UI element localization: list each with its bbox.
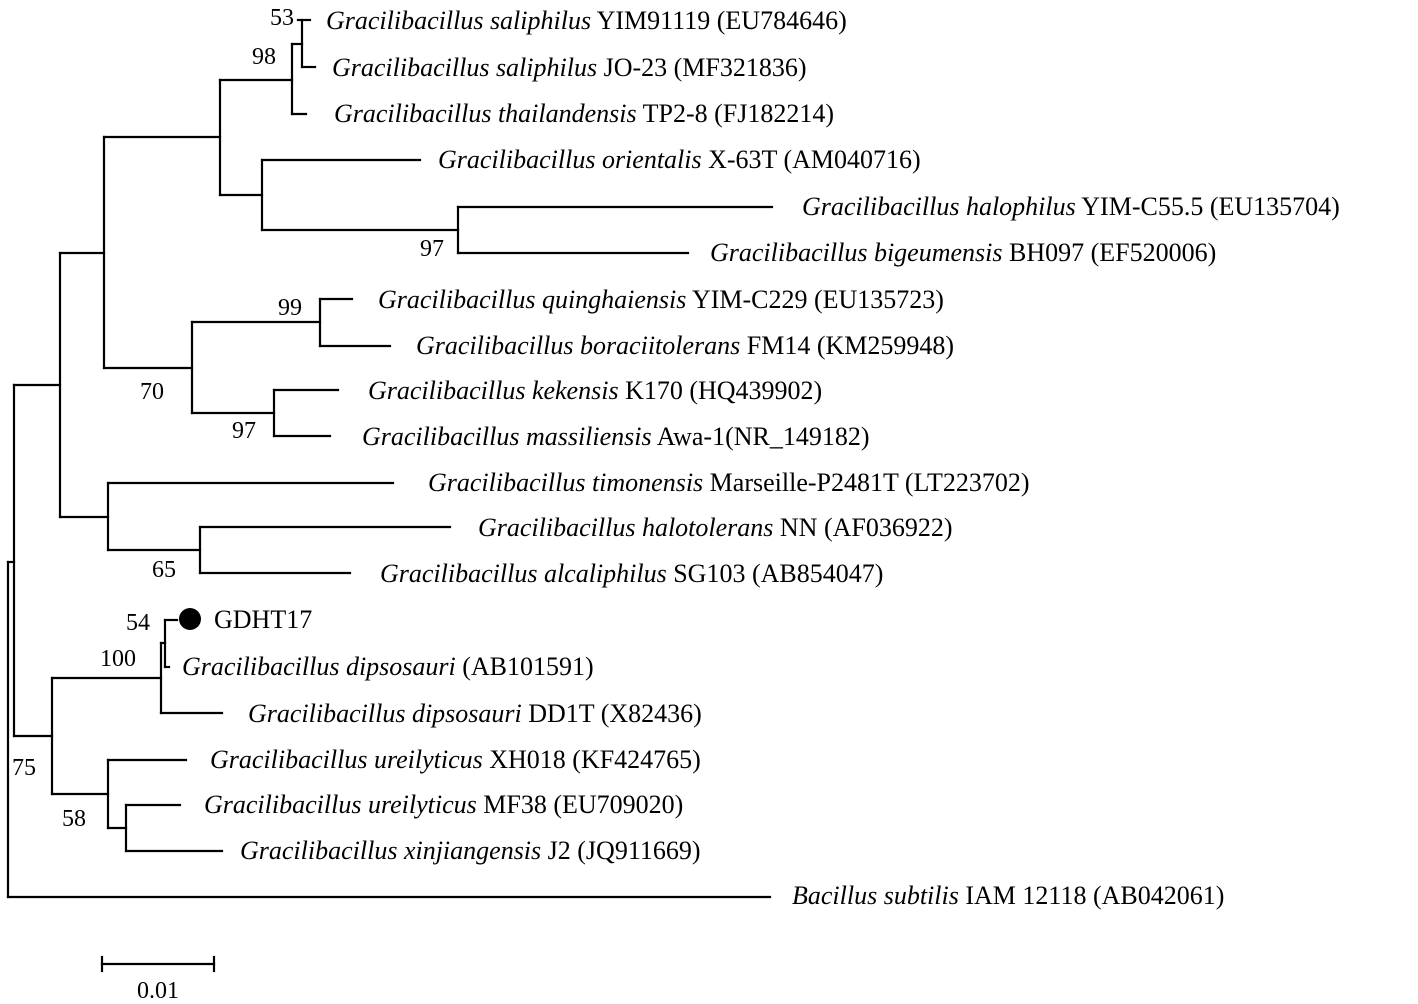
taxon-species: saliphilus bbox=[496, 53, 597, 82]
taxon-strain: BH097 (EF520006) bbox=[1009, 238, 1216, 267]
taxon-genus: Gracilibacillus bbox=[478, 513, 635, 542]
taxon-species: halophilus bbox=[966, 192, 1076, 221]
taxon-strain: K170 (HQ439902) bbox=[625, 376, 822, 405]
bootstrap-value: 53 bbox=[270, 5, 294, 31]
bootstrap-value: 70 bbox=[140, 379, 164, 405]
taxon-label: Gracilibacillus halophilus YIM-C55.5 (EU… bbox=[802, 192, 1340, 221]
taxon-genus: Gracilibacillus bbox=[428, 468, 585, 497]
taxon-strain: Marseille-P2481T (LT223702) bbox=[710, 468, 1030, 497]
taxon-strain: FM14 (KM259948) bbox=[747, 331, 954, 360]
taxon-species: bigeumensis bbox=[874, 238, 1003, 267]
taxon-species: halotolerans bbox=[642, 513, 773, 542]
taxon-genus: Gracilibacillus bbox=[240, 836, 397, 865]
taxon-species: xinjiangensis bbox=[403, 836, 541, 865]
taxon-strain: NN (AF036922) bbox=[780, 513, 953, 542]
taxon-label: Gracilibacillus timonensis Marseille-P24… bbox=[428, 468, 1030, 497]
taxon-genus: Gracilibacillus bbox=[204, 790, 361, 819]
taxon-genus: Gracilibacillus bbox=[802, 192, 959, 221]
bootstrap-value: 54 bbox=[126, 610, 150, 636]
taxon-label: Gracilibacillus saliphilus YIM91119 (EU7… bbox=[326, 6, 847, 35]
bootstrap-value: 58 bbox=[62, 806, 86, 832]
taxon-species: kekensis bbox=[532, 376, 619, 405]
taxon-strain: JO-23 (MF321836) bbox=[604, 53, 807, 82]
taxon-genus: Gracilibacillus bbox=[368, 376, 525, 405]
taxon-strain: IAM 12118 (AB042061) bbox=[965, 881, 1224, 910]
taxon-genus: Gracilibacillus bbox=[182, 652, 339, 681]
taxon-genus: Gracilibacillus bbox=[210, 745, 367, 774]
taxon-species: ureilyticus bbox=[374, 745, 483, 774]
taxon-strain: (AB101591) bbox=[462, 652, 593, 681]
taxon-genus: Gracilibacillus bbox=[416, 331, 573, 360]
taxon-species: dipsosauri bbox=[412, 699, 522, 728]
taxon-label: Gracilibacillus saliphilus JO-23 (MF3218… bbox=[332, 53, 807, 82]
taxon-species: ureilyticus bbox=[368, 790, 477, 819]
taxon-species: thailandensis bbox=[498, 99, 637, 128]
taxon-label: GDHT17 bbox=[214, 605, 312, 634]
taxon-label: Gracilibacillus alcaliphilus SG103 (AB85… bbox=[380, 559, 883, 588]
bootstrap-value: 99 bbox=[278, 295, 302, 321]
bootstrap-value: 97 bbox=[420, 236, 444, 262]
taxon-label: Gracilibacillus thailandensis TP2-8 (FJ1… bbox=[334, 99, 834, 128]
bootstrap-value: 65 bbox=[152, 557, 176, 583]
taxon-label: Gracilibacillus bigeumensis BH097 (EF520… bbox=[710, 238, 1216, 267]
taxon-genus: Gracilibacillus bbox=[710, 238, 867, 267]
taxon-genus: Gracilibacillus bbox=[378, 285, 535, 314]
taxon-label: Gracilibacillus halotolerans NN (AF03692… bbox=[478, 513, 953, 542]
taxon-labels: Gracilibacillus saliphilus YIM91119 (EU7… bbox=[182, 6, 1340, 910]
taxon-species: timonensis bbox=[592, 468, 703, 497]
taxon-species: dipsosauri bbox=[346, 652, 456, 681]
taxon-species: saliphilus bbox=[490, 6, 591, 35]
taxon-label: Gracilibacillus orientalis X-63T (AM0407… bbox=[438, 145, 921, 174]
scale-bar: 0.01 bbox=[100, 955, 216, 1004]
taxon-genus: Gracilibacillus bbox=[334, 99, 491, 128]
taxon-genus: Gracilibacillus bbox=[362, 422, 519, 451]
bootstrap-value: 75 bbox=[12, 755, 36, 781]
taxon-species: boraciitolerans bbox=[580, 331, 740, 360]
taxon-strain: Awa-1(NR_149182) bbox=[657, 422, 870, 451]
taxon-strain: MF38 (EU709020) bbox=[483, 790, 683, 819]
taxon-label: Gracilibacillus boraciitolerans FM14 (KM… bbox=[416, 331, 954, 360]
taxon-species: subtilis bbox=[884, 881, 959, 910]
taxon-genus: Gracilibacillus bbox=[332, 53, 489, 82]
taxon-species: orientalis bbox=[602, 145, 702, 174]
taxon-strain: J2 (JQ911669) bbox=[548, 836, 701, 865]
taxon-genus: Bacillus bbox=[792, 881, 877, 910]
taxon-species: alcaliphilus bbox=[544, 559, 667, 588]
taxon-strain: TP2-8 (FJ182214) bbox=[643, 99, 834, 128]
taxon-label: Gracilibacillus xinjiangensis J2 (JQ9116… bbox=[240, 836, 701, 865]
taxon-genus: Gracilibacillus bbox=[248, 699, 405, 728]
taxon-label: Gracilibacillus kekensis K170 (HQ439902) bbox=[368, 376, 822, 405]
bootstrap-value: 98 bbox=[252, 44, 276, 70]
taxon-label: Gracilibacillus dipsosauri DD1T (X82436) bbox=[248, 699, 702, 728]
bootstrap-values: 53 98 97 99 70 97 65 54 100 75 58 bbox=[12, 5, 444, 832]
taxon-label: Bacillus subtilis IAM 12118 (AB042061) bbox=[792, 881, 1224, 910]
taxon-species: quinghaiensis bbox=[542, 285, 686, 314]
taxon-label: Gracilibacillus ureilyticus MF38 (EU7090… bbox=[204, 790, 683, 819]
scale-bar-label: 0.01 bbox=[137, 978, 179, 1004]
taxon-label: Gracilibacillus quinghaiensis YIM-C229 (… bbox=[378, 285, 944, 314]
taxon-label: Gracilibacillus dipsosauri (AB101591) bbox=[182, 652, 594, 681]
taxon-strain: XH018 (KF424765) bbox=[489, 745, 701, 774]
taxon-strain: DD1T (X82436) bbox=[528, 699, 702, 728]
taxon-strain: YIM91119 (EU784646) bbox=[597, 6, 847, 35]
taxon-strain: YIM-C55.5 (EU135704) bbox=[1081, 192, 1340, 221]
taxon-strain: GDHT17 bbox=[214, 605, 312, 634]
taxon-genus: Gracilibacillus bbox=[380, 559, 537, 588]
query-strain-marker-icon bbox=[179, 608, 201, 630]
taxon-strain: YIM-C229 (EU135723) bbox=[692, 285, 944, 314]
tree-branches bbox=[6, 18, 774, 899]
taxon-label: Gracilibacillus massiliensis Awa-1(NR_14… bbox=[362, 422, 870, 451]
taxon-genus: Gracilibacillus bbox=[326, 6, 483, 35]
taxon-strain: X-63T (AM040716) bbox=[708, 145, 921, 174]
taxon-genus: Gracilibacillus bbox=[438, 145, 595, 174]
taxon-strain: SG103 (AB854047) bbox=[673, 559, 883, 588]
bootstrap-value: 97 bbox=[232, 418, 256, 444]
taxon-label: Gracilibacillus ureilyticus XH018 (KF424… bbox=[210, 745, 701, 774]
bootstrap-value: 100 bbox=[100, 646, 136, 672]
taxon-species: massiliensis bbox=[526, 422, 652, 451]
